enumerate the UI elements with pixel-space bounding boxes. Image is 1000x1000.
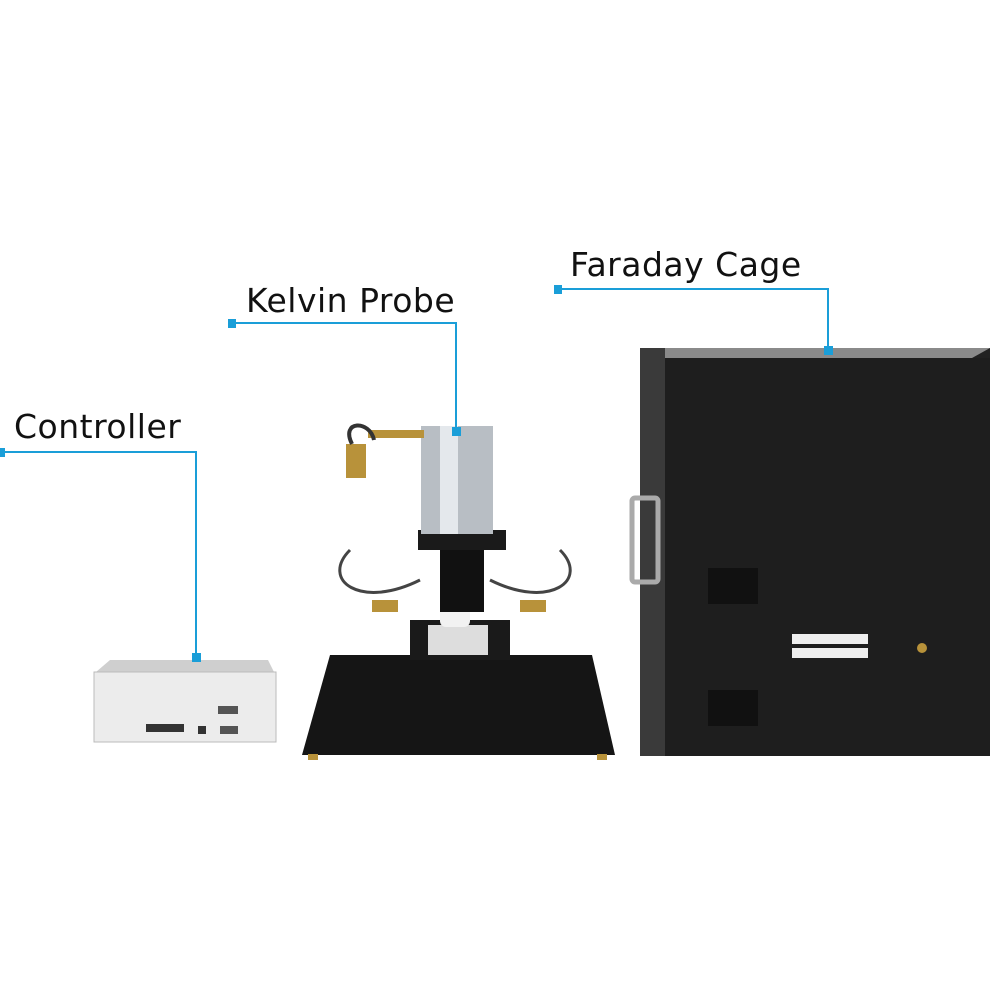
controller-target-dot (192, 653, 201, 662)
controller-label: Controller (14, 407, 182, 446)
kelvin-probe-callout-dot (228, 319, 236, 328)
faraday-cage-callout-line (558, 288, 829, 351)
kelvin-probe-label: Kelvin Probe (246, 281, 456, 320)
controller-callout-line (2, 451, 197, 657)
kelvin-probe-image (302, 423, 615, 760)
faraday-cage-label: Faraday Cage (570, 245, 802, 284)
kelvin-probe-callout-line (232, 322, 457, 432)
controller-callout-dot (0, 448, 5, 457)
faraday-cage-image (629, 348, 990, 756)
faraday-cage-target-dot (824, 346, 833, 355)
faraday-cage-callout-dot (554, 285, 562, 294)
kelvin-probe-target-dot (452, 427, 461, 436)
controller-image (93, 660, 277, 743)
